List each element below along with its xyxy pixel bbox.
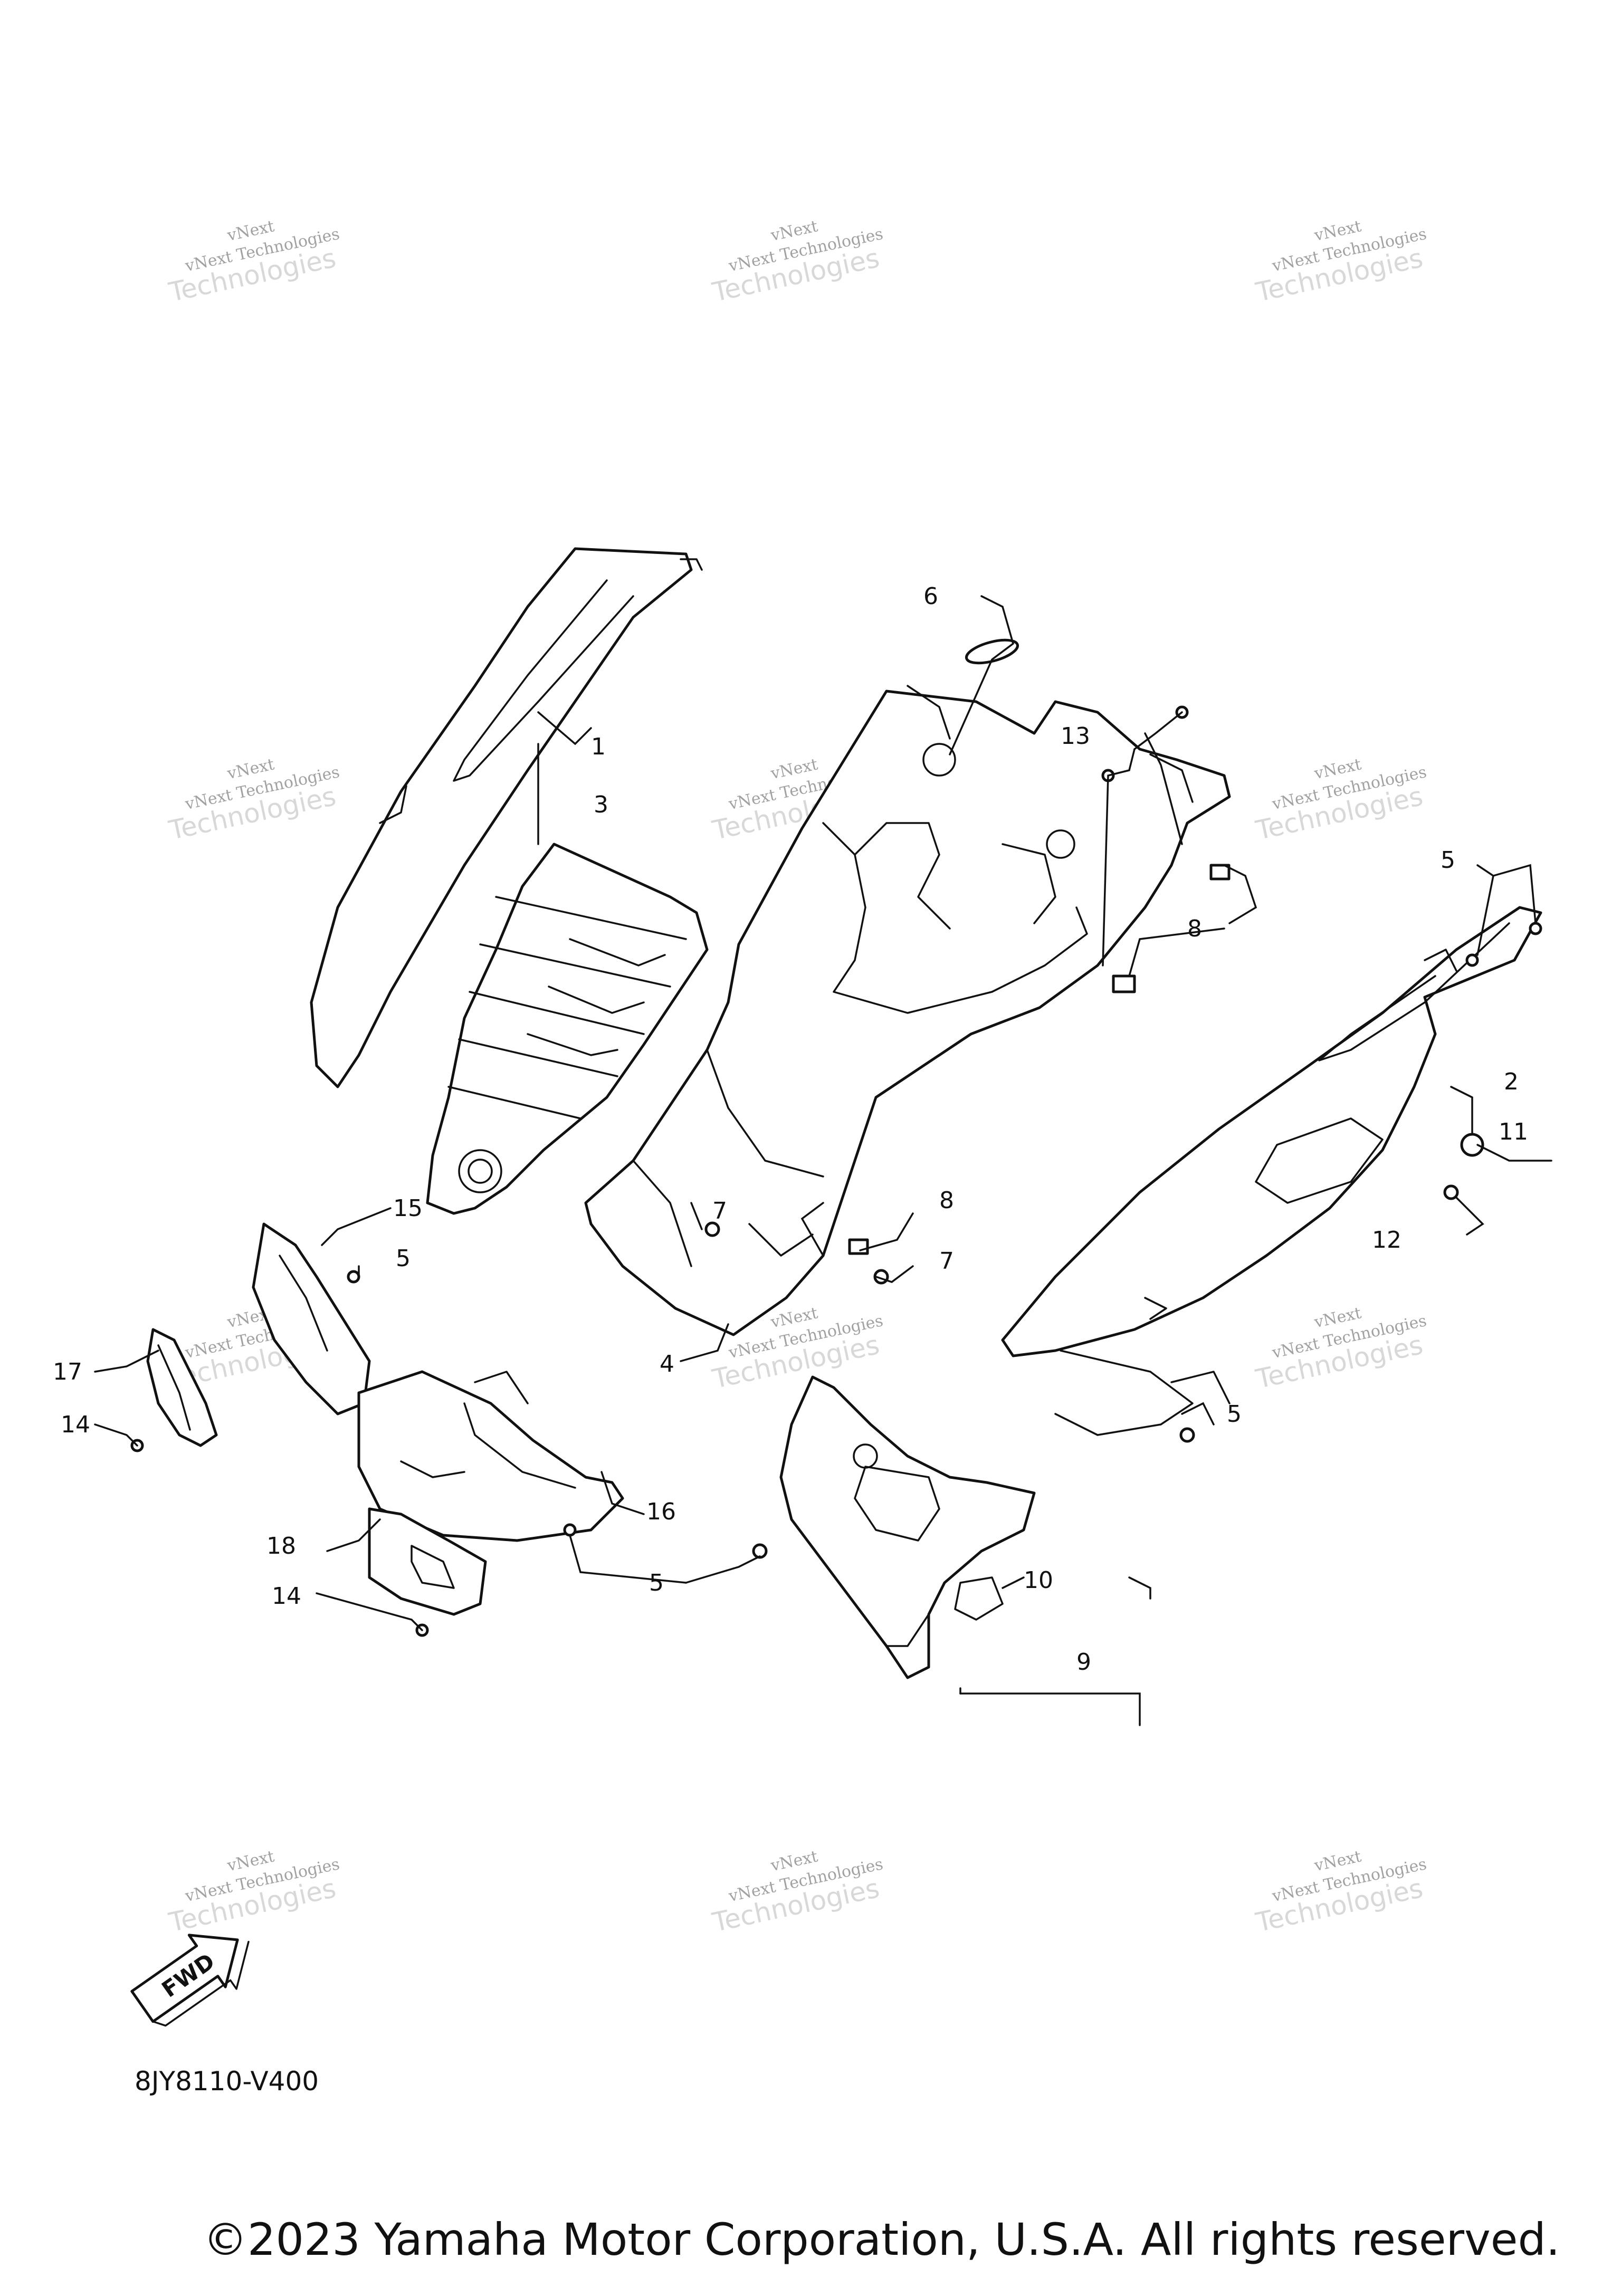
- fastener: [1529, 922, 1542, 935]
- callout-13: 13: [1061, 723, 1090, 750]
- part-9-lower-assembly: [779, 1375, 1036, 1679]
- watermark: vNext vNext Technologies Technologies: [166, 1847, 341, 1938]
- callout-2: 2: [1504, 1068, 1519, 1095]
- watermark: vNext vNext Technologies Technologies: [709, 1847, 884, 1938]
- callout-7: 7: [939, 1248, 954, 1275]
- watermark-row-mid: vNext vNext Technologies Technologies vN…: [166, 755, 1428, 846]
- part-10-mesh-grille: [954, 1576, 1004, 1621]
- watermark: vNext vNext Technologies Technologies: [1253, 1304, 1428, 1394]
- callout-14: 14: [61, 1411, 90, 1438]
- callout-16: 16: [646, 1498, 676, 1525]
- watermark: vNext vNext Technologies Technologies: [1253, 755, 1428, 846]
- callout-15: 15: [393, 1195, 423, 1222]
- part-3-inner-duct: [426, 843, 709, 1215]
- watermark-row-bottom: vNext vNext Technologies Technologies vN…: [166, 1847, 1428, 1938]
- callout-3: 3: [594, 791, 608, 818]
- watermark: vNext vNext Technologies Technologies: [166, 755, 341, 846]
- clip: [848, 1238, 869, 1255]
- callout-9: 9: [1076, 1649, 1091, 1676]
- callout-5: 5: [1227, 1401, 1242, 1428]
- callout-6: 6: [923, 583, 938, 610]
- fastener: [1465, 953, 1479, 967]
- part-17-lens: [146, 1328, 218, 1447]
- callout-1: 1: [591, 733, 606, 760]
- watermark: vNext vNext Technologies Technologies: [1253, 217, 1428, 308]
- callout-10: 10: [1024, 1567, 1053, 1594]
- callout-7: 7: [712, 1198, 727, 1224]
- fastener: [563, 1523, 577, 1537]
- callout-18: 18: [266, 1533, 296, 1560]
- watermark: vNext vNext Technologies Technologies: [1253, 1847, 1428, 1938]
- callout-12: 12: [1372, 1227, 1401, 1254]
- fastener: [752, 1543, 768, 1559]
- part-6-emblem: [965, 638, 1019, 665]
- callout-8: 8: [939, 1187, 954, 1214]
- part-1-left-side-cover: [310, 547, 703, 1088]
- part-16-lower-panel: [357, 1370, 624, 1542]
- fastener: [1460, 1133, 1484, 1157]
- callout-8: 8: [1187, 915, 1202, 942]
- watermark-row-top: vNext vNext Technologies Technologies vN…: [166, 217, 1428, 308]
- fastener: [347, 1270, 360, 1284]
- callout-14: 14: [272, 1583, 301, 1610]
- fastener: [1443, 1184, 1459, 1200]
- callouts: 1 2 3 4 5 5 5 5 6 7 7 8 8 9 10 11 12 13 …: [53, 583, 1528, 1676]
- part-9-bracket-line: [959, 1576, 1151, 1726]
- part-4-front-body: [584, 685, 1231, 1336]
- callout-5: 5: [396, 1245, 411, 1272]
- callout-5: 5: [1441, 847, 1455, 874]
- clip: [1209, 864, 1231, 881]
- callout-11: 11: [1499, 1118, 1528, 1145]
- callout-17: 17: [53, 1359, 82, 1385]
- diagram-code: 8JY8110-V400: [135, 2066, 319, 2097]
- watermark: vNext vNext Technologies Technologies: [709, 217, 884, 308]
- part-2-right-side-cover: [1001, 906, 1542, 1436]
- leader-lines: [94, 595, 1552, 1631]
- fastener: [1179, 1427, 1195, 1443]
- copyright-notice: ©2023 Yamaha Motor Corporation, U.S.A. A…: [203, 2214, 1560, 2265]
- callout-5: 5: [649, 1570, 664, 1596]
- clip: [1112, 974, 1136, 993]
- part-18-mesh-cover: [368, 1507, 487, 1616]
- part-15-left-bracket: [252, 1222, 371, 1415]
- fastener: [704, 1221, 720, 1237]
- watermark: vNext vNext Technologies Technologies: [166, 217, 341, 308]
- callout-4: 4: [660, 1351, 674, 1377]
